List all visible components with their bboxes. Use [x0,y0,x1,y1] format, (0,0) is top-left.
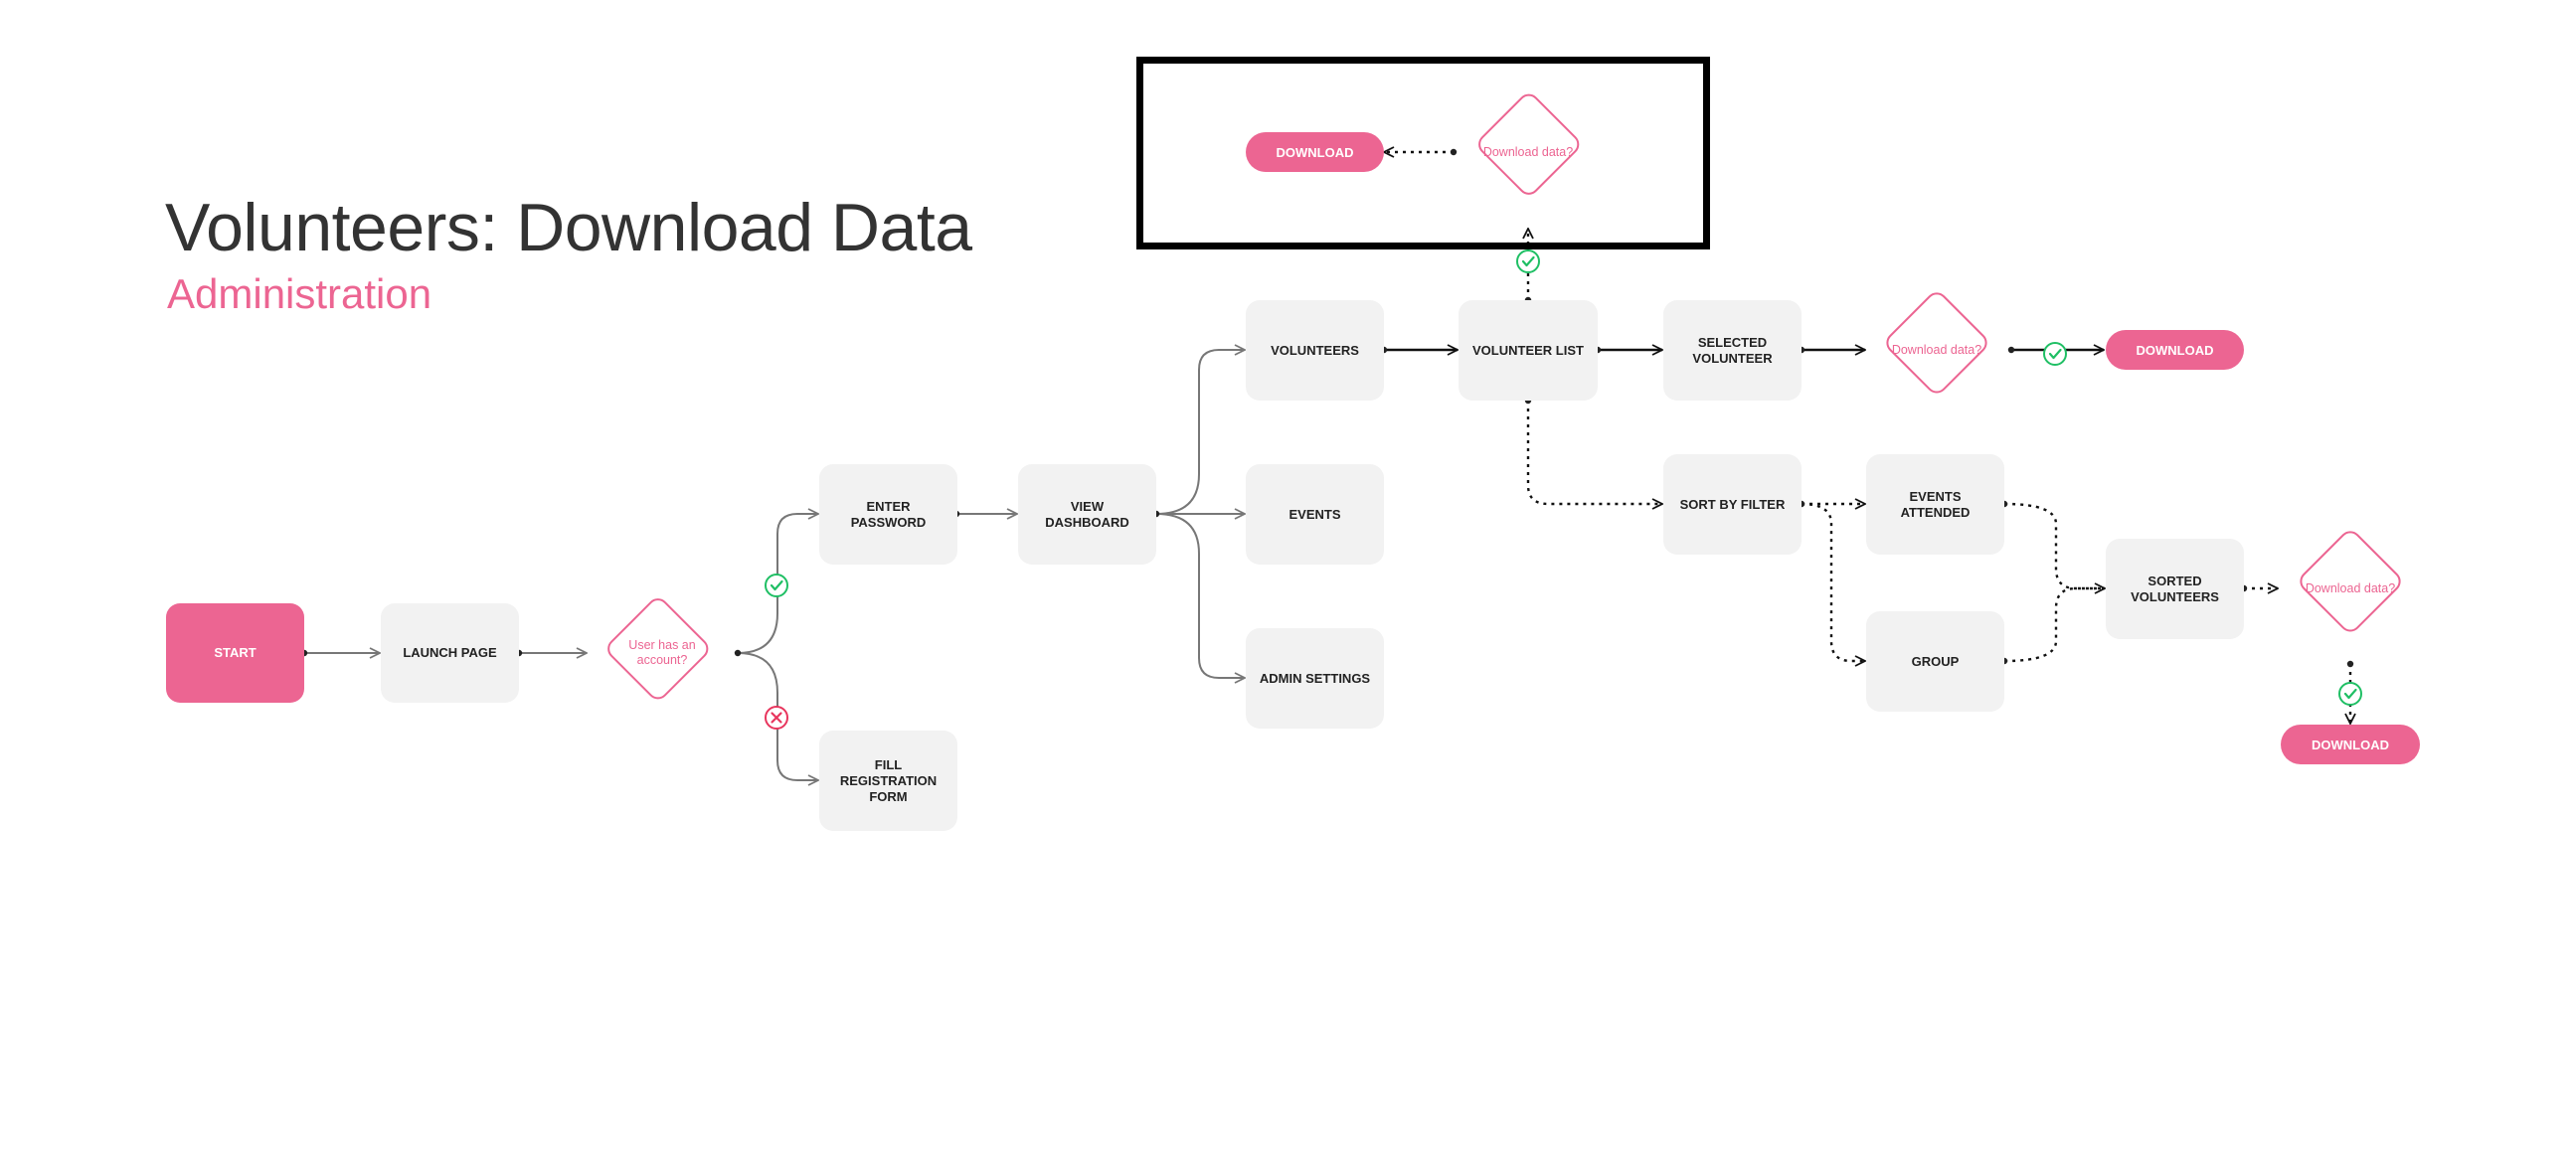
connector-dashboard-admin [1155,513,1245,678]
diamond-user-has-account [607,598,709,700]
node-sort-by-filter[interactable]: SORT BY FILTER [1663,454,1802,555]
decision-download-data-selected[interactable]: Download data? [1891,342,1982,357]
decision-badges [765,249,2362,730]
connector-list-sort [1526,401,1662,504]
node-volunteer-list[interactable]: VOLUNTEER LIST [1459,300,1598,401]
solid-connectors [304,350,1245,780]
check-circle-icon [2338,682,2362,706]
download-button-top[interactable]: DOWNLOAD [1246,132,1384,172]
download-button-sorted[interactable]: DOWNLOAD [2281,725,2420,764]
node-view-dashboard[interactable]: VIEW DASHBOARD [1018,464,1156,565]
node-admin-settings[interactable]: ADMIN SETTINGS [1246,628,1384,729]
node-start[interactable]: START [166,603,304,703]
node-volunteers[interactable]: VOLUNTEERS [1246,300,1384,401]
diamond-download-selected [1886,292,1987,394]
node-enter-password[interactable]: ENTER PASSWORD [819,464,957,565]
check-circle-icon [765,574,788,597]
connector-decision-password [737,514,818,654]
connector-events-attended-sorted [2003,502,2105,588]
dotted-connectors [1384,152,2350,724]
connector-group-sorted [2003,586,2105,663]
cross-circle-icon [765,706,788,730]
node-selected-volunteer[interactable]: SELECTED VOLUNTEER [1663,300,1802,401]
page-title: Volunteers: Download Data [165,190,972,265]
diamond-download-sorted [2300,531,2401,632]
check-circle-icon [1516,249,1540,273]
decision-download-data-top[interactable]: Download data? [1482,144,1574,159]
node-group[interactable]: GROUP [1866,611,2004,712]
page-subtitle: Administration [167,270,432,317]
decision-user-has-account[interactable]: User has an account? [628,638,696,667]
decision-download-data-sorted[interactable]: Download data? [2305,580,2396,595]
connector-dashboard-volunteers [1155,350,1245,515]
node-events[interactable]: EVENTS [1246,464,1384,565]
node-events-attended[interactable]: EVENTS ATTENDED [1866,454,2004,555]
node-sorted-volunteers[interactable]: SORTED VOLUNTEERS [2106,539,2244,639]
node-fill-registration-form[interactable]: FILL REGISTRATION FORM [819,731,957,831]
connector-sort-group [1801,502,1865,661]
highlight-frame [1136,57,1710,249]
decision-diamonds [607,93,2401,700]
node-launch-page[interactable]: LAUNCH PAGE [381,603,519,703]
download-button-selected[interactable]: DOWNLOAD [2106,330,2244,370]
diamond-download-top [1478,93,1580,195]
check-circle-icon [2043,342,2067,366]
